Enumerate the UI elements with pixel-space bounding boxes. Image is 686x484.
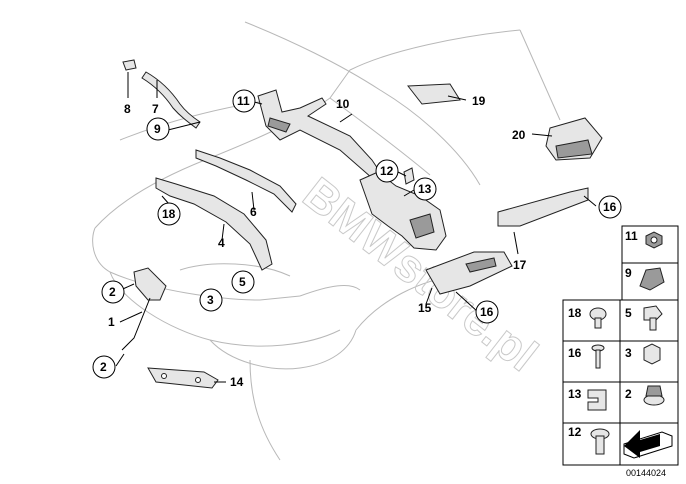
svg-text:9: 9 xyxy=(154,122,161,136)
callout-15: 15 xyxy=(418,301,432,315)
callout-3-circle: 3 xyxy=(199,288,223,312)
legend-bolt-5-icon xyxy=(643,305,663,331)
part-6-strut xyxy=(195,149,297,213)
callout-8: 8 xyxy=(124,102,131,116)
callout-11-circle: 11 xyxy=(232,89,256,113)
arrow-icon xyxy=(623,430,673,459)
callout-4: 4 xyxy=(218,236,225,250)
callout-2-circle-a: 2 xyxy=(101,280,125,304)
legend-label-16: 16 xyxy=(568,346,582,360)
svg-text:16: 16 xyxy=(603,200,617,214)
part-14-plate xyxy=(147,367,219,389)
legend-label-18: 18 xyxy=(568,306,582,320)
legend-label-9: 9 xyxy=(625,266,632,280)
callout-13-circle: 13 xyxy=(413,177,437,201)
svg-text:13: 13 xyxy=(418,182,432,196)
callout-14: 14 xyxy=(230,375,244,389)
legend-clip-13-icon xyxy=(587,389,607,411)
callout-2-circle-b: 2 xyxy=(92,355,116,379)
legend-label-11: 11 xyxy=(625,229,638,243)
callout-20: 20 xyxy=(512,128,526,142)
callout-17: 17 xyxy=(513,258,527,272)
legend-label-5: 5 xyxy=(625,306,632,320)
part-8-hose-small xyxy=(122,59,137,71)
legend-nut-11-icon xyxy=(645,231,663,249)
part-10-upper-frame xyxy=(257,89,381,179)
part-13-bracket-assembly xyxy=(359,171,447,251)
svg-text:2: 2 xyxy=(100,360,107,374)
callout-16-circle-b: 16 xyxy=(475,300,499,324)
part-17-rail xyxy=(497,187,589,227)
svg-text:18: 18 xyxy=(162,207,176,221)
svg-text:5: 5 xyxy=(239,275,246,289)
part-7-hose xyxy=(141,71,201,129)
legend-label-12: 12 xyxy=(568,425,582,439)
callout-1: 1 xyxy=(108,315,115,329)
callout-16-circle-a: 16 xyxy=(598,195,622,219)
svg-text:12: 12 xyxy=(380,164,394,178)
part-12-clip xyxy=(403,167,415,185)
legend-label-2: 2 xyxy=(625,387,632,401)
legend-clip-9-icon xyxy=(639,267,665,291)
svg-text:2: 2 xyxy=(109,285,116,299)
fastener-legend: 11 9 18 5 16 3 13 2 12 xyxy=(562,225,679,466)
callout-7: 7 xyxy=(152,102,159,116)
svg-text:3: 3 xyxy=(207,293,214,307)
callout-5-circle: 5 xyxy=(231,270,255,294)
legend-bolt-18-icon xyxy=(589,307,607,329)
callout-19: 19 xyxy=(472,94,486,108)
callout-10: 10 xyxy=(336,97,350,111)
part-1-support xyxy=(121,267,167,351)
legend-nut-3-icon xyxy=(643,343,661,365)
reference-code: 00144024 xyxy=(626,468,666,478)
callout-12-circle: 12 xyxy=(375,159,399,183)
legend-label-3: 3 xyxy=(625,346,632,360)
callout-18-circle: 18 xyxy=(157,202,181,226)
legend-nut-2-icon xyxy=(643,385,665,406)
legend-bolt-12-icon xyxy=(590,428,610,455)
legend-label-13: 13 xyxy=(568,387,582,401)
legend-screw-16-icon xyxy=(591,344,605,369)
part-20-filter-box xyxy=(545,117,603,161)
car-body-outline xyxy=(92,21,561,461)
svg-text:16: 16 xyxy=(480,305,494,319)
part-19-cover xyxy=(407,83,461,105)
callout-6: 6 xyxy=(250,205,257,219)
callout-9-circle: 9 xyxy=(146,117,170,141)
svg-text:11: 11 xyxy=(237,94,250,108)
leader-lines xyxy=(115,72,597,383)
part-18-bracket-left xyxy=(155,177,273,271)
part-15-trim xyxy=(425,251,513,295)
